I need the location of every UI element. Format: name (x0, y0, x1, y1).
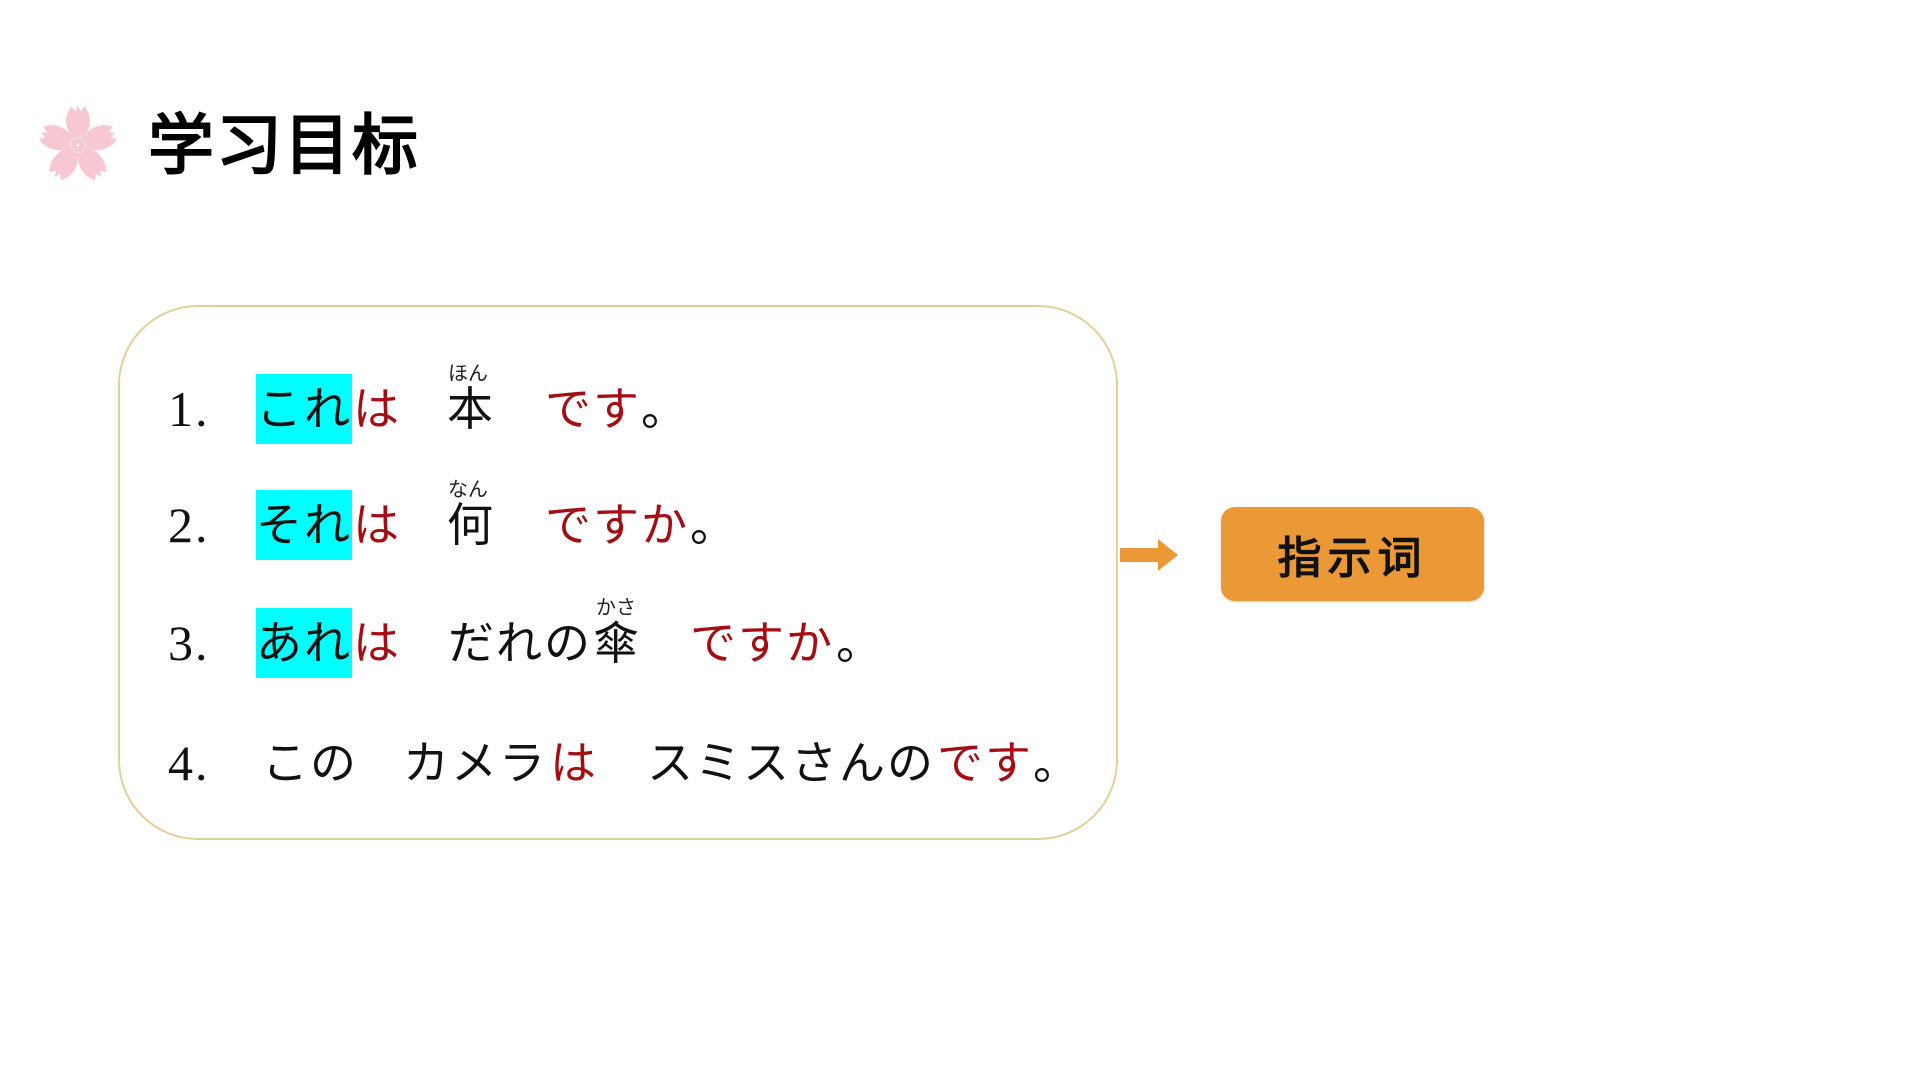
noun: 何 (447, 498, 495, 552)
topic-particle: は (353, 616, 401, 670)
subject: カメラ (403, 736, 547, 790)
sakura-flower-icon (36, 105, 120, 184)
determiner: この (262, 736, 358, 790)
sentence-1: 1. これ は ほん 本 です 。 (0, 362, 1920, 444)
sentence-number: 1. (168, 381, 210, 437)
period: 。 (641, 382, 689, 436)
page-title: 学习目标 (148, 107, 420, 184)
topic-particle: は (353, 382, 401, 436)
sentence-4: 4. この カメラ は スミスさんの です 。 (0, 728, 1920, 798)
sentence-number: 4. (168, 735, 210, 791)
topic-particle: は (353, 498, 401, 552)
sentence-number: 3. (168, 615, 210, 671)
predicate: スミスさんの (647, 736, 935, 790)
topic-particle: は (550, 736, 598, 790)
sentence-3: 3. あれ は だれの かさ 傘 ですか 。 (0, 596, 1920, 678)
demonstrative-highlight: あれ (256, 608, 352, 678)
copula-question: ですか (545, 498, 689, 552)
furigana: かさ (596, 595, 636, 619)
period: 。 (836, 616, 884, 670)
concept-tag-label: 指示词 (1277, 533, 1428, 584)
sentence-2: 2. それ は なん 何 ですか 。 (0, 478, 1920, 560)
furigana: なん (448, 477, 488, 501)
demonstrative-highlight: これ (256, 374, 352, 444)
copula: です (545, 382, 641, 436)
demonstrative-highlight: それ (256, 490, 352, 560)
period: 。 (1033, 736, 1081, 790)
period: 。 (690, 498, 738, 552)
noun-prefix: だれの (448, 616, 592, 670)
furigana: ほん (448, 361, 488, 385)
arrow-right-icon (1120, 539, 1178, 571)
sentence-number: 2. (168, 497, 210, 553)
copula-question: ですか (690, 616, 834, 670)
noun: 傘 (593, 616, 641, 670)
noun: 本 (447, 382, 495, 436)
copula: です (937, 736, 1033, 790)
concept-tag: 指示词 (1221, 507, 1484, 601)
